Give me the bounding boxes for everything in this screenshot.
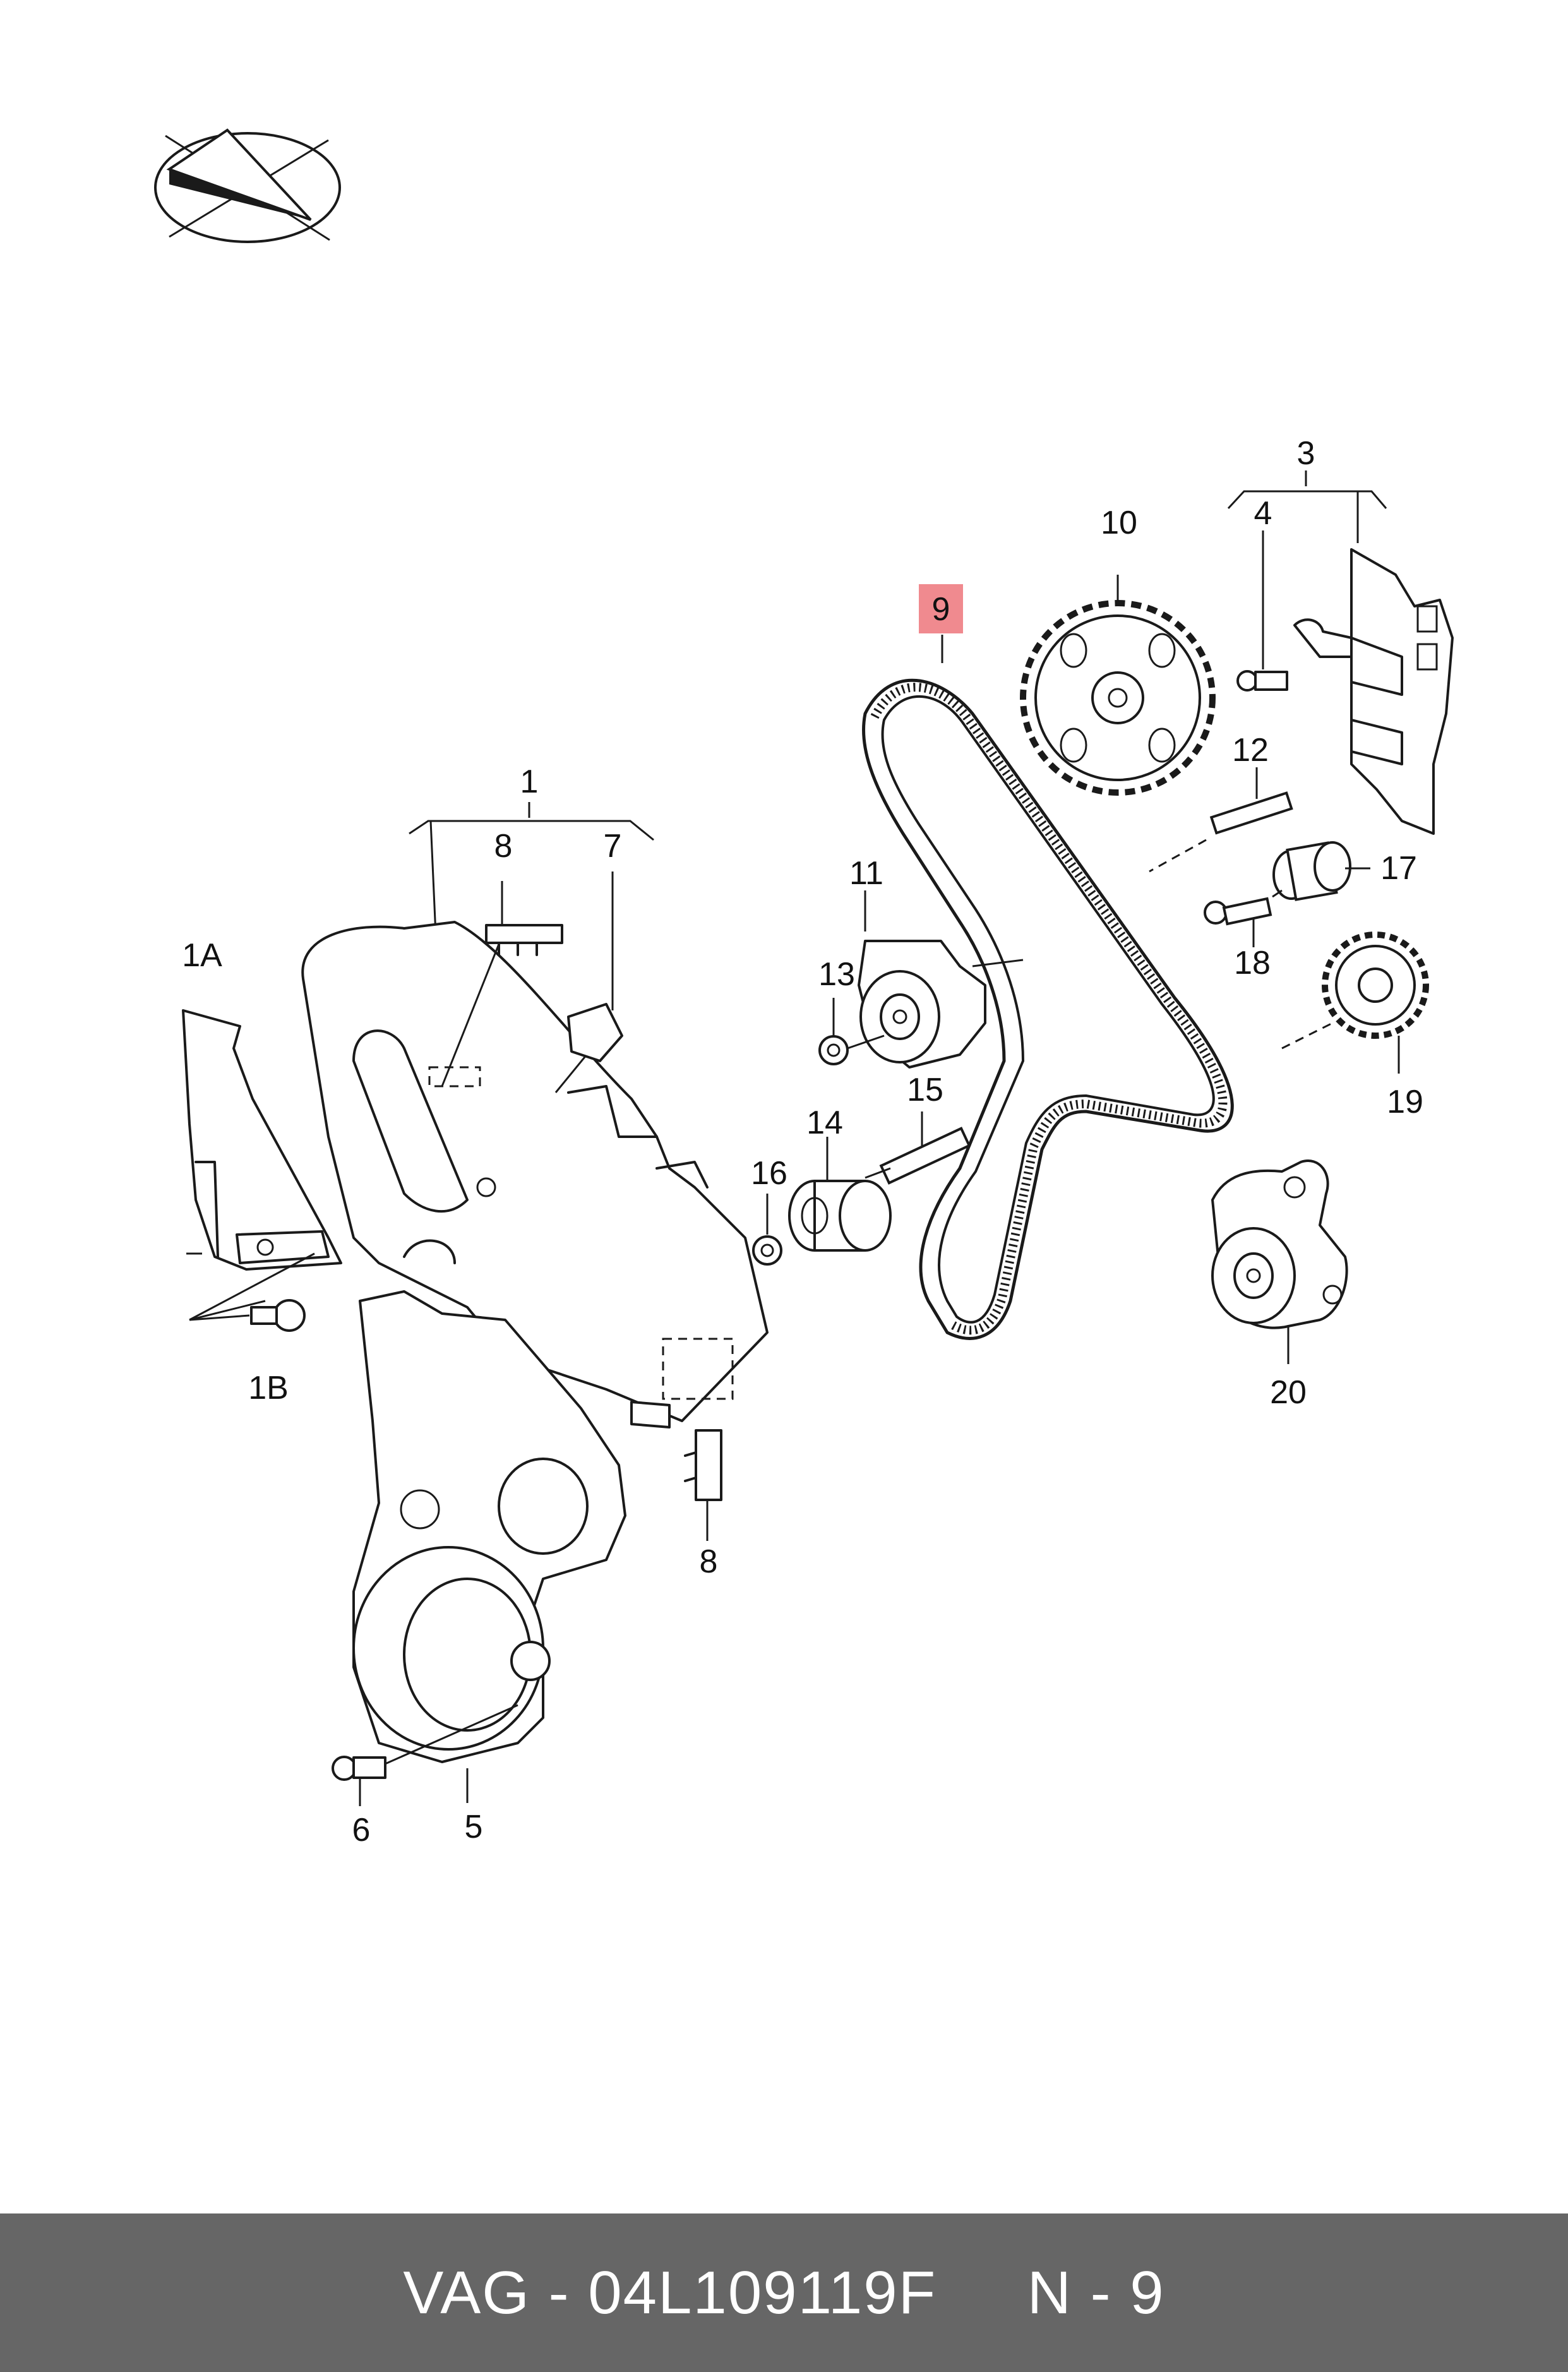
- stud-12: [1149, 767, 1293, 873]
- bolt-1b: [189, 1252, 315, 1332]
- clip-8-lower: [684, 1429, 722, 1541]
- clip-8-upper: [485, 881, 563, 956]
- callout-4: 4: [1254, 495, 1272, 532]
- callout-19: 19: [1387, 1084, 1423, 1120]
- side-cover-1a: [182, 1009, 342, 1271]
- callout-6: 6: [352, 1812, 371, 1848]
- camshaft-sprocket: [1020, 575, 1216, 796]
- callout-18: 18: [1234, 945, 1271, 981]
- bolt-4: [1236, 530, 1288, 692]
- callout-7: 7: [604, 828, 622, 865]
- callout-9-highlight: [919, 584, 963, 633]
- orientation-logo: [154, 128, 341, 243]
- part-number-caption: VAG - 04L109119F N - 9: [403, 2258, 1165, 2327]
- crankshaft-sprocket: [1281, 931, 1429, 1074]
- callout-10: 10: [1101, 505, 1137, 541]
- callout-9: 9: [932, 591, 950, 628]
- callout-11: 11: [849, 855, 883, 892]
- callout-8-upper: 8: [494, 828, 513, 865]
- callout-20: 20: [1270, 1374, 1307, 1411]
- bracket-3: [1227, 470, 1387, 543]
- callout-5: 5: [465, 1809, 483, 1845]
- callout-1: 1: [520, 764, 539, 800]
- nut-13: [818, 998, 885, 1065]
- callout-labels: 1 1A 1B 3 4 5 6 7 8 8 9 10 11 12 13 14 1…: [182, 435, 1423, 1848]
- callout-17: 17: [1380, 850, 1417, 887]
- callout-1b: 1B: [248, 1370, 289, 1406]
- bolt-15: [865, 1111, 971, 1185]
- bolt-18: [1204, 889, 1283, 947]
- callout-1a: 1A: [182, 937, 222, 974]
- rear-cover-3: [1293, 548, 1454, 835]
- sleeve-17: [1272, 841, 1370, 901]
- parts-diagram: 1 1A 1B 3 4 5 6 7 8 8 9 10 11 12 13 14 1…: [154, 128, 1454, 1848]
- timing-belt: [862, 678, 1234, 1340]
- callout-12: 12: [1232, 732, 1269, 769]
- tensioner-11: [858, 890, 1024, 1069]
- bolt-6: [332, 1704, 518, 1806]
- callout-13: 13: [818, 956, 855, 993]
- bracket-1: [409, 802, 654, 935]
- water-pump: [1211, 1159, 1348, 1364]
- lower-timing-cover: [352, 1290, 626, 1803]
- callout-8-lower: 8: [700, 1543, 718, 1580]
- callout-15: 15: [907, 1072, 943, 1108]
- callout-3: 3: [1297, 435, 1315, 472]
- footer-bar: VAG - 04L109119F N - 9: [0, 2213, 1568, 2372]
- callout-16: 16: [751, 1155, 787, 1192]
- nut-16: [752, 1194, 782, 1266]
- idler-roller-14: [788, 1137, 892, 1252]
- clip-7: [567, 872, 623, 1062]
- callout-14: 14: [806, 1105, 843, 1141]
